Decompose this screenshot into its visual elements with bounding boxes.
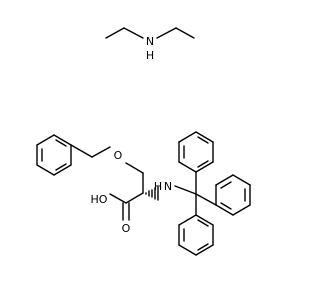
phenyl-ring-bottom: [178, 214, 214, 256]
bond: [197, 243, 209, 251]
bond: [105, 27, 125, 39]
bond: [178, 131, 197, 143]
bond: [174, 185, 197, 195]
phenyl-ring-top: [178, 131, 214, 173]
label-bg: [112, 149, 124, 162]
bond: [215, 174, 234, 186]
bond: [195, 244, 214, 256]
benzyl-ring: [36, 134, 72, 176]
diethylamine: N H: [105, 27, 195, 62]
bond: [175, 27, 195, 39]
ether-oxygen-label: O: [114, 149, 123, 162]
hydrogen-label: H: [146, 49, 154, 62]
ether-chain: O: [70, 144, 144, 174]
bond: [220, 202, 232, 210]
amine-nitrogen-label: N: [164, 180, 172, 193]
bond: [53, 134, 72, 146]
bond: [195, 193, 217, 206]
bond: [197, 160, 209, 168]
amine-hydrogen-label: H: [154, 180, 162, 193]
nitrogen-label: N: [146, 35, 154, 48]
bond: [53, 164, 72, 176]
bond: [195, 161, 214, 173]
serine-backbone: HO O H N: [91, 172, 197, 235]
bond: [178, 161, 197, 173]
molecule-diagram: N H O HO O: [36, 27, 251, 256]
hydroxyl-label: HO: [91, 193, 108, 206]
bond: [91, 146, 111, 158]
bond: [36, 164, 55, 176]
bond: [232, 204, 251, 216]
bond: [123, 27, 144, 39]
bond: [220, 181, 232, 189]
bond: [109, 193, 127, 204]
carbonyl-oxygen-label: O: [122, 222, 131, 235]
hashed-wedge-bond: [145, 186, 159, 201]
bond: [156, 27, 177, 39]
bond: [125, 162, 144, 174]
bond: [55, 163, 67, 171]
bond: [197, 136, 209, 144]
bond: [125, 192, 144, 204]
bond: [195, 214, 214, 226]
bond: [215, 204, 234, 216]
bond: [70, 144, 93, 158]
bond: [178, 244, 197, 256]
bond: [232, 174, 251, 186]
phenyl-ring-right: [215, 174, 251, 216]
bond: [55, 139, 67, 147]
bond: [36, 134, 55, 146]
bond: [178, 214, 197, 226]
bond: [195, 131, 214, 143]
trityl-bonds: [195, 171, 217, 216]
bond: [197, 219, 209, 227]
